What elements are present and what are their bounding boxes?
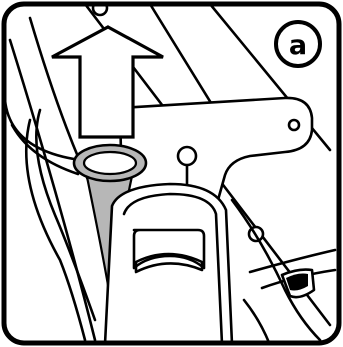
shell-bolt-hole bbox=[289, 120, 299, 130]
step-label: a bbox=[289, 30, 307, 61]
shell-bolt-hole bbox=[178, 147, 196, 165]
step-marker-icon: a bbox=[276, 22, 320, 66]
harness-strap-ring-inner bbox=[84, 152, 136, 174]
